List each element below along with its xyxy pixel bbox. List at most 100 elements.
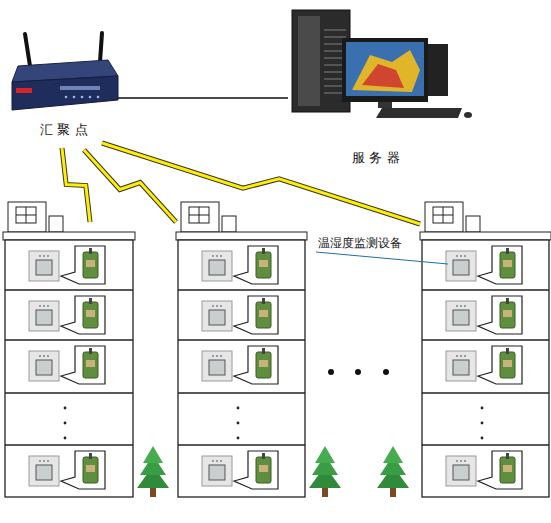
server-tower xyxy=(292,10,350,112)
floor-line xyxy=(178,289,305,290)
device-led xyxy=(43,255,45,257)
rooftop-room xyxy=(8,202,46,232)
sensor-chip xyxy=(86,260,95,267)
monitor-device xyxy=(29,351,59,381)
monitor-device xyxy=(202,456,232,486)
building xyxy=(176,202,307,497)
server-grille xyxy=(324,29,346,31)
ellipsis-dot xyxy=(64,407,67,410)
mouse xyxy=(464,112,472,118)
device-display xyxy=(36,310,52,325)
device-led xyxy=(212,255,214,257)
device-led xyxy=(456,305,458,307)
ellipsis-dot xyxy=(237,407,240,410)
callout-bubble xyxy=(234,246,278,284)
device-led xyxy=(43,460,45,462)
device-display xyxy=(209,260,225,275)
device-led xyxy=(216,255,218,257)
device-led xyxy=(464,460,466,462)
sensor-chip xyxy=(503,260,512,267)
device-led xyxy=(464,255,466,257)
monitor-device xyxy=(202,251,232,281)
sensor-chip xyxy=(503,465,512,472)
window-bar xyxy=(433,215,453,216)
sensor-chip xyxy=(259,465,268,472)
rooftop-vent xyxy=(222,216,236,232)
tree xyxy=(377,446,409,497)
floor-line xyxy=(178,444,305,445)
device-led xyxy=(464,355,466,357)
building xyxy=(3,202,135,497)
router-logo xyxy=(16,88,32,93)
sensor-chip xyxy=(259,360,268,367)
sensor-antenna xyxy=(262,348,265,354)
window-bar xyxy=(189,215,209,216)
rooftop-window xyxy=(433,207,453,223)
building-wall xyxy=(178,240,305,497)
device-led xyxy=(216,355,218,357)
sensor-board xyxy=(500,252,515,278)
floor-line xyxy=(422,339,549,340)
sensor-antenna xyxy=(262,298,265,304)
router-illustration xyxy=(12,33,118,110)
sensor-chip xyxy=(259,310,268,317)
device-display xyxy=(209,310,225,325)
bolt-outline xyxy=(62,148,90,222)
callout-bubble xyxy=(61,296,105,334)
sensor-board xyxy=(83,457,98,483)
sensor-board xyxy=(500,302,515,328)
router-led xyxy=(97,96,100,99)
monitor-device xyxy=(446,251,476,281)
ellipsis-dot xyxy=(64,437,67,440)
building-wall xyxy=(422,240,549,497)
floor-line xyxy=(5,392,133,393)
monitor-device xyxy=(29,456,59,486)
window-bar xyxy=(16,215,36,216)
device-led xyxy=(456,460,458,462)
device-led xyxy=(47,255,49,257)
device-led xyxy=(39,255,41,257)
callout-bubble xyxy=(61,451,105,489)
sensor-chip xyxy=(503,310,512,317)
device-node: 汇 聚 点 xyxy=(10,34,118,138)
router-panel xyxy=(60,86,100,90)
device-led xyxy=(43,355,45,357)
rooftop-room xyxy=(181,202,219,232)
device-led xyxy=(216,305,218,307)
device-led xyxy=(216,460,218,462)
sensor-antenna xyxy=(89,298,92,304)
bolt-fill xyxy=(62,148,90,222)
tree-crown xyxy=(383,446,403,463)
floor-line xyxy=(5,444,133,445)
sensor-chip xyxy=(86,360,95,367)
callout-bubble xyxy=(234,296,278,334)
device-node: 服 务 器 xyxy=(288,8,464,166)
bolt-outline xyxy=(102,143,420,224)
device-display xyxy=(36,465,52,480)
sensor-board xyxy=(256,302,271,328)
sensor-antenna xyxy=(506,348,509,354)
floor-line xyxy=(5,339,133,340)
device-led xyxy=(220,305,222,307)
sensor-board xyxy=(83,252,98,278)
device-led xyxy=(47,305,49,307)
ellipsis-dot xyxy=(328,369,334,375)
router-led xyxy=(73,96,76,99)
antenna xyxy=(100,33,102,62)
device-display xyxy=(209,465,225,480)
ellipsis-dot xyxy=(481,437,484,440)
monitor-device xyxy=(446,456,476,486)
rooftop-room xyxy=(425,202,463,232)
floor-line xyxy=(178,339,305,340)
device-led xyxy=(212,460,214,462)
tree-crown xyxy=(143,446,163,463)
router-led xyxy=(81,96,84,99)
callout-bubble xyxy=(478,246,522,284)
callout-bubble xyxy=(478,451,522,489)
callout-bubble xyxy=(234,451,278,489)
sensor-board xyxy=(500,457,515,483)
screen-map xyxy=(352,50,420,92)
device-display xyxy=(453,260,469,275)
device-led xyxy=(39,305,41,307)
